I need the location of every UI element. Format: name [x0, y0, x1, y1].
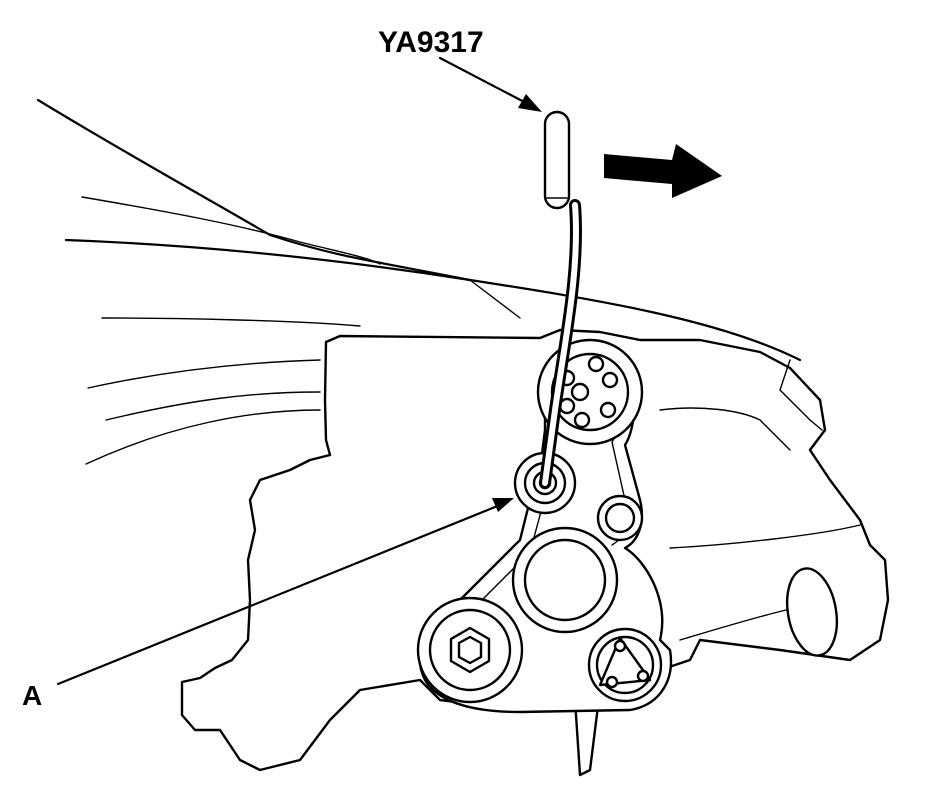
tool-rod — [539, 110, 582, 489]
crankshaft-pulley — [416, 596, 524, 704]
idler-pulley — [596, 494, 644, 542]
callout-leaders — [56, 56, 542, 686]
pointer-label-a: A — [22, 680, 42, 711]
pump-pulley — [587, 627, 663, 703]
body-panel-lines — [36, 98, 802, 465]
tool-label: YA9317 — [378, 26, 484, 59]
alternator-pulley — [511, 526, 619, 634]
right-arrow-icon — [604, 144, 722, 198]
tool-handle — [543, 110, 571, 210]
